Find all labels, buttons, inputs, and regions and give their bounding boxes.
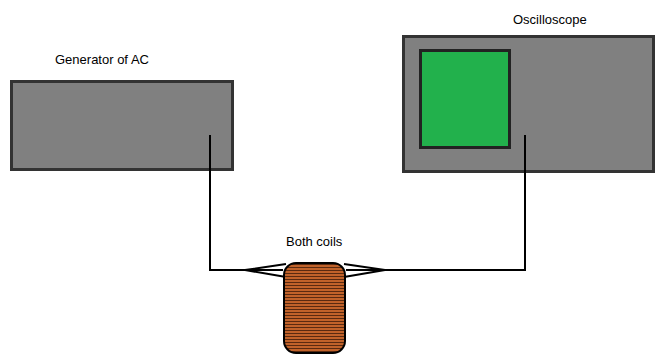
wire — [346, 173, 525, 270]
node-label: Oscilloscope — [513, 12, 587, 27]
oscilloscope-box: Oscilloscope — [402, 35, 655, 173]
generator-box: Generator of AC — [10, 80, 234, 171]
coil-symbol: Both coils — [283, 262, 346, 355]
coil-windings — [283, 262, 346, 355]
inner-lead — [405, 38, 652, 170]
node-label: Generator of AC — [55, 52, 149, 67]
scope-screen — [419, 49, 511, 149]
inner-lead — [13, 83, 231, 168]
wire — [210, 171, 283, 270]
node-label: Both coils — [286, 234, 342, 249]
